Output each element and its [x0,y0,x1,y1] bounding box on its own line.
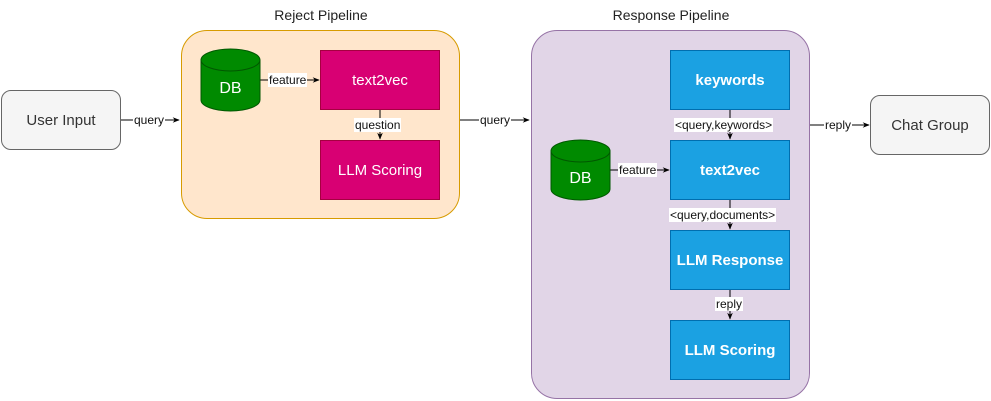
reject-db-label: DB [219,80,242,97]
edge-label-query-documents: <query,documents> [669,208,777,222]
edge-label-query-keywords: <query,keywords> [674,118,774,132]
edge-label-reject-feature: feature [268,73,308,87]
edge-label-chat-reply: reply [824,118,853,132]
response-keywords-box: keywords [670,50,790,110]
response-pipeline-title: Response Pipeline [612,7,730,23]
edge-label-user-query: query [133,113,166,127]
reject-pipeline-title: Reject Pipeline [274,7,368,23]
edge-label-llm-reply: reply [715,297,744,311]
reject-text2vec-box: text2vec [320,50,440,110]
response-llm-scoring-box: LLM Scoring [670,320,790,380]
reject-llm-scoring-box: LLM Scoring [320,140,440,200]
chat-group-node: Chat Group [870,95,990,155]
reject-db-cylinder [200,48,261,112]
response-text2vec-box: text2vec [670,140,790,200]
edge-label-response-feature: feature [618,163,658,177]
response-db-label: DB [569,170,592,187]
response-llm-response-box: LLM Response [670,230,790,290]
edge-label-pipeline-query: query [479,113,512,127]
response-db-cylinder [550,139,611,201]
edge-label-reject-question: question [354,118,402,132]
user-input-node: User Input [1,90,121,150]
